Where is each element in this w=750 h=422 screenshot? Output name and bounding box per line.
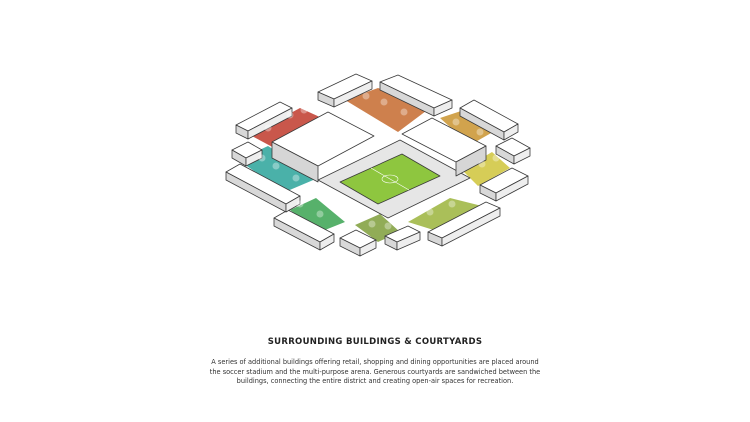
building: [231, 141, 263, 167]
stadium-roof-west-side: [271, 141, 319, 183]
courtyard-green: [290, 198, 345, 232]
trees: [258, 92, 500, 230]
building: [427, 201, 501, 247]
building: [495, 137, 531, 165]
site-axonometric-diagram: [225, 73, 531, 257]
building: [273, 209, 335, 251]
building: [379, 74, 453, 117]
caption-title: SURROUNDING BUILDINGS & COURTYARDS: [267, 337, 483, 347]
arena-roof-east-side: [455, 145, 487, 177]
courtyard-orange: [345, 88, 430, 132]
pitch-markings: [370, 167, 410, 191]
surrounding-buildings: [225, 73, 531, 257]
building: [235, 101, 293, 140]
building: [317, 73, 373, 108]
caption-body: A series of additional buildings offerin…: [209, 358, 541, 386]
building: [384, 225, 421, 251]
stadium: [271, 111, 487, 219]
building: [479, 167, 529, 202]
courtyard-yellow: [462, 152, 510, 186]
building: [225, 163, 301, 213]
building: [459, 99, 519, 141]
courtyard-lime: [408, 198, 482, 232]
building: [339, 229, 377, 257]
courtyard-red: [250, 108, 322, 150]
courtyard-ochre: [440, 108, 500, 145]
